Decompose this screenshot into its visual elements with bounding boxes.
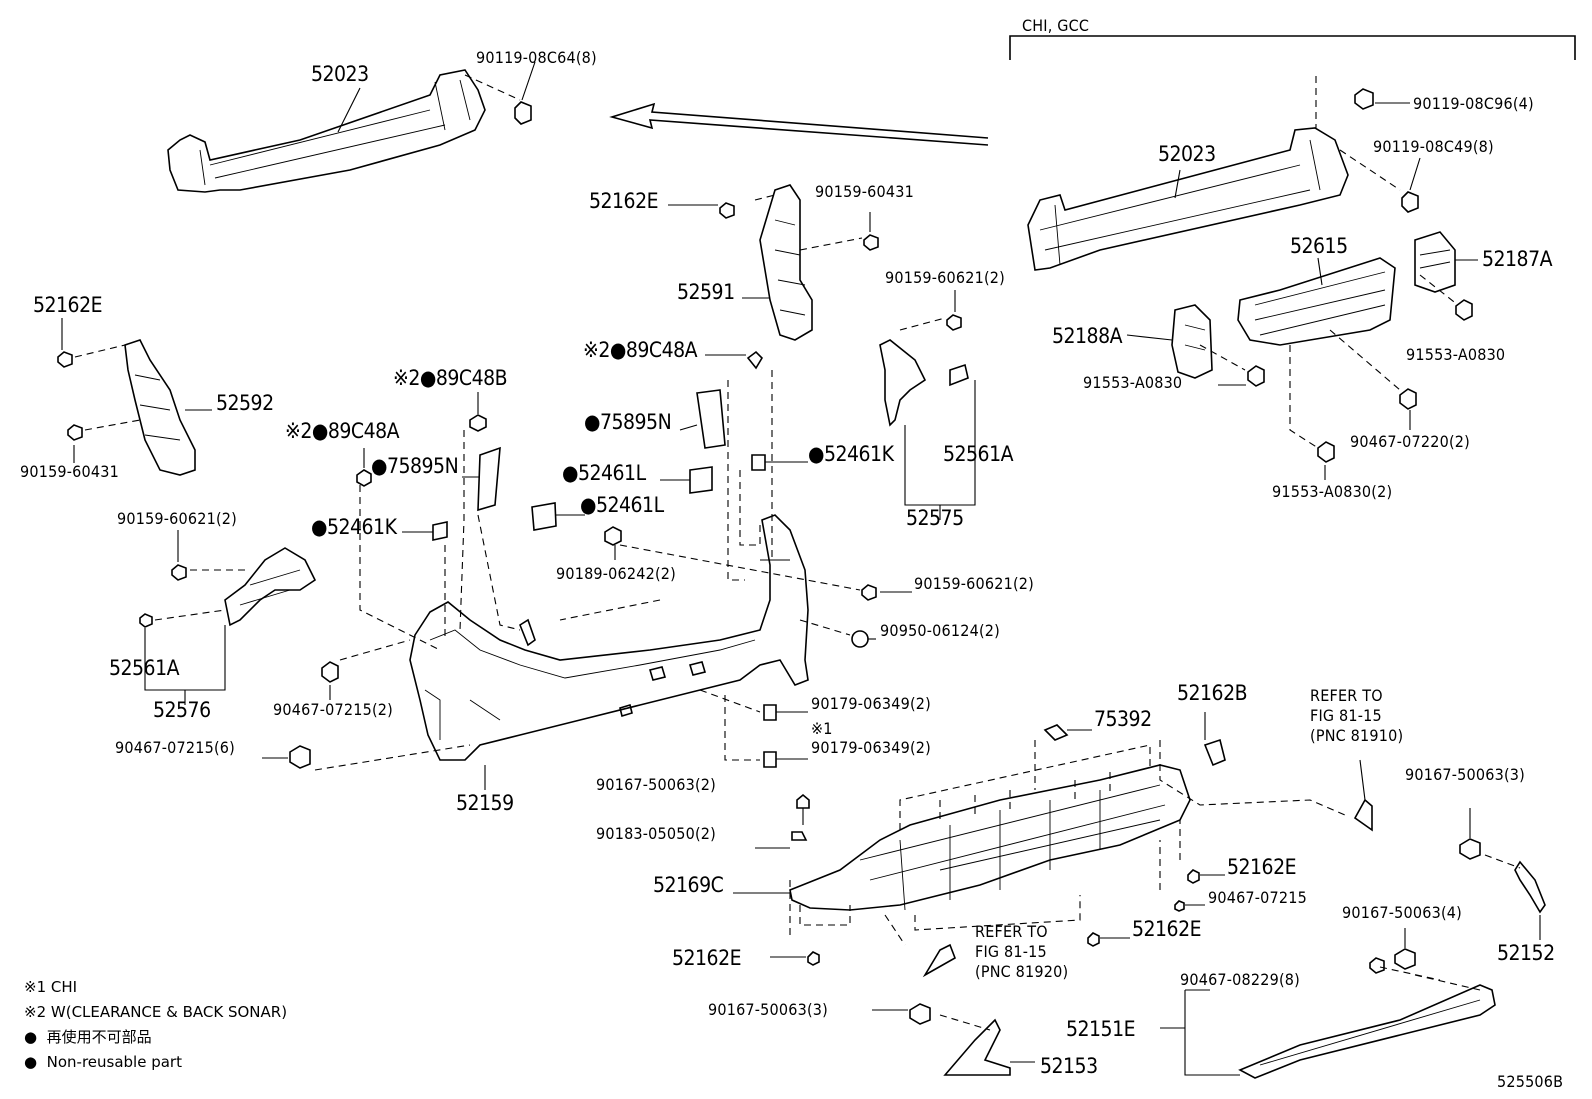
part-label-91553-right: 91553-A0830 — [1406, 345, 1506, 364]
part-label-52152: 52152 — [1497, 941, 1555, 965]
part-label-52162e-bottom: 52162E — [672, 946, 742, 970]
part-label-90179-a: 90179-06349(2) — [811, 694, 931, 713]
part-label-90179-note: ※1 — [811, 719, 833, 738]
refer-81910-line3: (PNC 81910) — [1310, 726, 1404, 745]
refer-81920-line3: (PNC 81920) — [975, 962, 1069, 981]
refer-81920-line2: FIG 81-15 — [975, 942, 1047, 961]
part-label-52575: 52575 — [906, 506, 964, 530]
refer-81920-line1: REFER TO — [975, 922, 1048, 941]
legend-bullet-en: ● Non-reusable part — [24, 1055, 182, 1070]
part-label-90159-60431-left: 90159-60431 — [20, 462, 119, 481]
small-clips — [262, 350, 912, 769]
part-label-52153: 52153 — [1040, 1054, 1098, 1078]
region-bracket — [1009, 35, 1576, 60]
legend-note-1: ※1 CHI — [24, 978, 78, 996]
lower-trims — [872, 808, 1546, 1079]
part-label-90950: 90950-06124(2) — [880, 621, 1000, 640]
part-label-52162e-top: 52162E — [589, 189, 659, 213]
bumper-cover — [409, 514, 809, 790]
part-label-90467-07220: 90467-07220(2) — [1350, 432, 1470, 451]
part-label-90167-50063-3-right: 90167-50063(3) — [1405, 765, 1525, 784]
part-label-90467-07215-6: 90467-07215(6) — [115, 738, 235, 757]
part-label-75895n-left: ●75895N — [371, 454, 459, 478]
part-label-90467-07215: 90467-07215 — [1208, 888, 1307, 907]
legend-bullet-jp: ● 再使用不可部品 — [24, 1030, 152, 1045]
bullet-symbol-en: ● — [24, 1053, 38, 1071]
part-label-52576: 52576 — [153, 698, 211, 722]
part-label-bolt-08c64: 90119-08C64(8) — [476, 48, 597, 67]
part-label-90189: 90189-06242(2) — [556, 564, 676, 583]
reinforcement-beam-left — [167, 61, 536, 193]
part-label-bolt-08c49: 90119-08C49(8) — [1373, 137, 1494, 156]
energy-absorber — [1126, 231, 1478, 480]
part-label-91553-left: 91553-A0830 — [1083, 373, 1183, 392]
figure-code: 525506B — [1497, 1072, 1564, 1091]
part-label-90159-60621-mid: 90159-60621(2) — [914, 574, 1034, 593]
part-label-52023-left: 52023 — [311, 62, 369, 86]
part-label-52188a: 52188A — [1052, 324, 1123, 348]
assembly-dash-lines — [314, 370, 861, 771]
part-label-89c48a-left: ※2●89C48A — [285, 419, 400, 443]
part-label-52162e-r2: 52162E — [1132, 917, 1202, 941]
part-label-90179-b: 90179-06349(2) — [811, 738, 931, 757]
part-label-75392: 75392 — [1094, 707, 1152, 731]
part-label-52591: 52591 — [677, 280, 735, 304]
side-retainer-right — [668, 184, 879, 341]
part-label-91553-2: 91553-A0830(2) — [1272, 482, 1393, 501]
bullet-text-jp: 再使用不可部品 — [46, 1028, 152, 1046]
bullet-symbol-jp: ● — [24, 1028, 38, 1046]
legend-note-2: ※2 W(CLEARANCE & BACK SONAR) — [24, 1003, 288, 1021]
direction-arrow — [609, 102, 989, 146]
part-label-52162e-left: 52162E — [33, 293, 103, 317]
part-label-89c48b: ※2●89C48B — [393, 366, 508, 390]
part-label-52023-right: 52023 — [1158, 142, 1216, 166]
part-label-bolt-08c96: 90119-08C96(4) — [1413, 94, 1534, 113]
part-label-52187a: 52187A — [1482, 247, 1553, 271]
part-label-52615: 52615 — [1290, 234, 1348, 258]
part-label-52592: 52592 — [216, 391, 274, 415]
part-label-75895n-right: ●75895N — [584, 410, 672, 434]
part-label-90183: 90183-05050(2) — [596, 824, 716, 843]
part-label-52151e: 52151E — [1066, 1017, 1136, 1041]
part-label-52561a-right: 52561A — [943, 442, 1014, 466]
part-label-90167-50063-4: 90167-50063(4) — [1342, 903, 1462, 922]
refer-81910-line1: REFER TO — [1310, 686, 1383, 705]
part-label-90467-08229: 90467-08229(8) — [1180, 970, 1300, 989]
reinforcement-beam-right — [1027, 76, 1421, 271]
part-label-90159-60621-top: 90159-60621(2) — [885, 268, 1005, 287]
refer-81910-line2: FIG 81-15 — [1310, 706, 1382, 725]
part-label-90159-60621-left: 90159-60621(2) — [117, 509, 237, 528]
side-bracket-right — [879, 290, 976, 520]
bullet-text-en: Non-reusable part — [46, 1053, 182, 1071]
part-label-52561a-left: 52561A — [109, 656, 180, 680]
part-label-90467-07215-2: 90467-07215(2) — [273, 700, 393, 719]
side-bracket-left — [139, 530, 317, 705]
part-label-90167-50063-2: 90167-50063(2) — [596, 775, 716, 794]
part-label-52461l-lower: ●52461L — [580, 493, 664, 517]
part-label-52461k-right: ●52461K — [808, 442, 894, 466]
part-label-52159: 52159 — [456, 791, 514, 815]
part-label-52461l-upper: ●52461L — [562, 461, 646, 485]
part-label-52169c: 52169C — [653, 873, 724, 897]
region-header: CHI, GCC — [1022, 16, 1090, 35]
part-label-89c48a-mid: ※2●89C48A — [583, 338, 698, 362]
side-retainer-left — [57, 318, 212, 476]
part-label-52162e-r1: 52162E — [1227, 855, 1297, 879]
part-label-90167-50063-3-left: 90167-50063(3) — [708, 1000, 828, 1019]
part-label-52461k-left: ●52461K — [311, 515, 397, 539]
part-label-90159-60431-top: 90159-60431 — [815, 182, 914, 201]
lower-diffuser — [733, 712, 1373, 978]
part-label-52162b: 52162B — [1177, 681, 1248, 705]
